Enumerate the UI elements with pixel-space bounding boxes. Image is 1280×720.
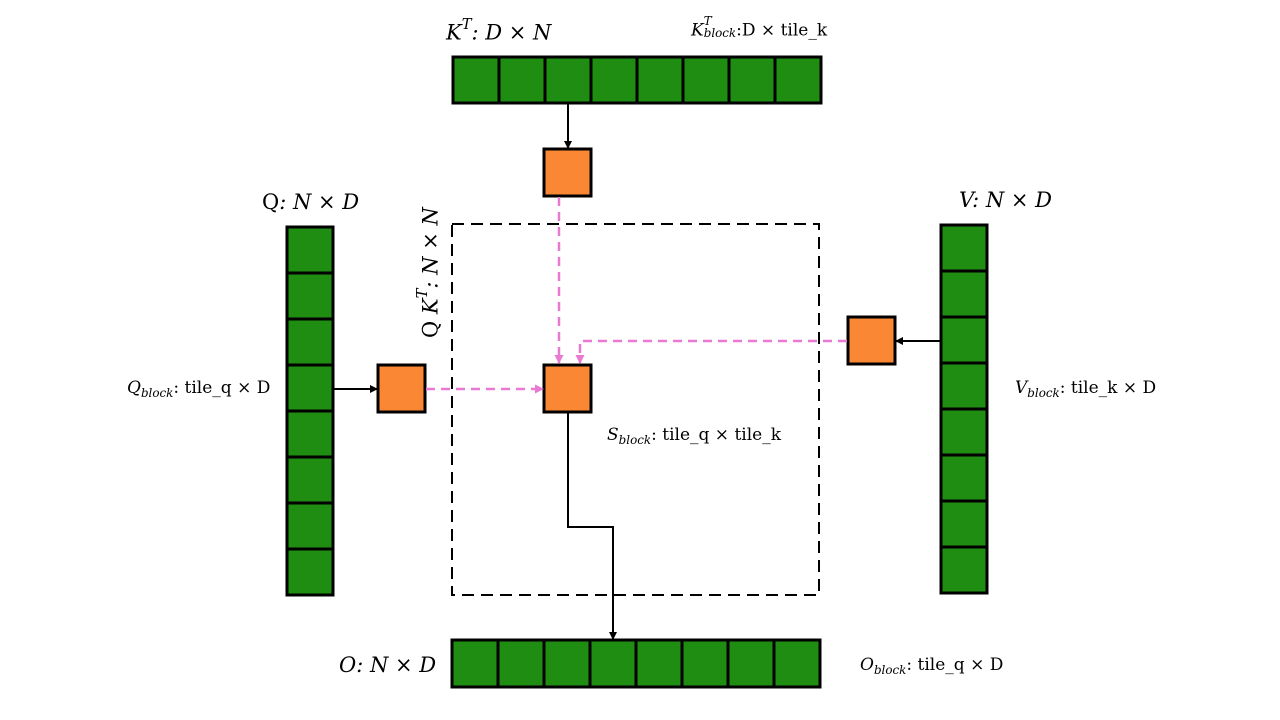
q-cell — [285, 225, 335, 275]
arrow-s-to-o — [567, 412, 617, 640]
v-cell — [939, 361, 989, 411]
o-cell — [542, 638, 592, 689]
o-cell — [588, 638, 638, 689]
qk-matrix-region — [451, 223, 820, 596]
o-label: O: N × D — [339, 653, 437, 677]
v-cell — [939, 269, 989, 319]
s-block-label: Sblock: tile_q × tile_k — [607, 425, 782, 448]
q-cell — [285, 409, 335, 459]
q-matrix — [285, 225, 335, 597]
v-cell — [939, 545, 989, 595]
o-cell — [772, 638, 822, 689]
dashed-arrow-v-block-to-s — [575, 339, 847, 364]
s-block — [542, 363, 593, 414]
o-block-label: Oblock: tile_q × D — [860, 655, 1004, 678]
q-cell — [285, 271, 335, 321]
v-cell — [939, 407, 989, 457]
kt-cell — [451, 55, 501, 105]
o-cell — [450, 638, 500, 689]
q-block — [376, 363, 427, 414]
v-matrix — [939, 223, 989, 595]
q-cell — [285, 363, 335, 413]
kt-block — [542, 147, 593, 198]
kt-cell — [497, 55, 547, 105]
o-matrix — [450, 638, 822, 689]
v-label: V: N × D — [959, 188, 1052, 212]
q-label: Q: N × D — [262, 190, 360, 214]
kt-cell — [727, 55, 777, 105]
q-cell — [285, 501, 335, 551]
v-cell — [939, 499, 989, 549]
q-cell — [285, 317, 335, 367]
kt-cell — [543, 55, 593, 105]
o-cell — [726, 638, 776, 689]
q-block-label: Qblock: tile_q × D — [127, 378, 271, 401]
kt-matrix — [451, 55, 823, 105]
v-cell — [939, 453, 989, 503]
v-cell — [939, 315, 989, 365]
q-cell — [285, 455, 335, 505]
qk-label: Q KT: N × N — [414, 207, 443, 338]
o-cell — [634, 638, 684, 689]
o-cell — [680, 638, 730, 689]
kt-cell — [773, 55, 823, 105]
v-block — [846, 315, 897, 366]
v-block-label: Vblock: tile_k × D — [1015, 378, 1157, 401]
kt-label: KT: D × N — [446, 16, 552, 45]
kt-cell — [589, 55, 639, 105]
v-cell — [939, 223, 989, 273]
kt-cell — [635, 55, 685, 105]
q-cell — [285, 547, 335, 597]
o-cell — [496, 638, 546, 689]
kt-cell — [681, 55, 731, 105]
